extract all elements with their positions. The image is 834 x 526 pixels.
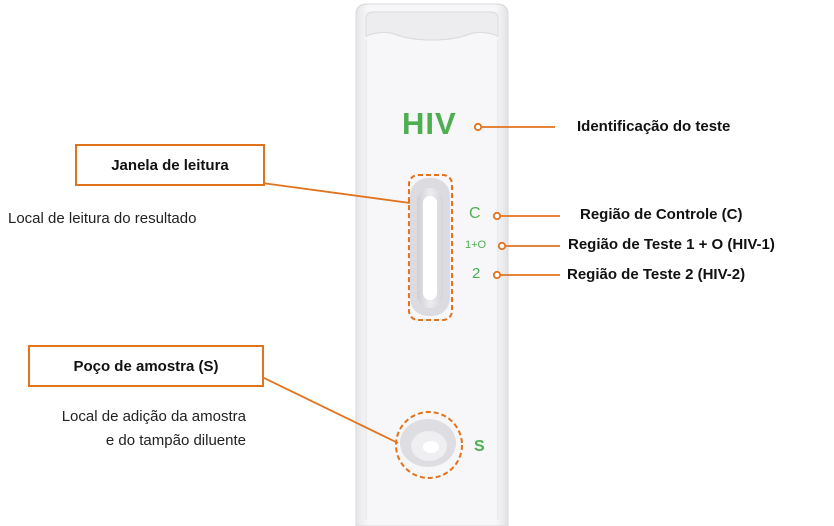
control-region-label: Região de Controle (C) [580,206,743,223]
test-region-2-label: Região de Teste 2 (HIV-2) [567,266,746,283]
test2-mark: 2 [472,265,481,282]
test-id-label: Identificação do teste [577,118,731,135]
leader-test2-dot [492,270,502,280]
reading-window-title: Janela de leitura [111,156,229,174]
cassette-top-recess [365,11,499,41]
leader-reading-window [261,182,411,204]
reading-window-description: Local de leitura do resultado [8,210,197,227]
test1-mark: 1+O [465,239,487,251]
control-mark: C [469,205,481,222]
brand-label: HIV [402,106,457,141]
sample-well-title: Poço de amostra (S) [73,357,219,375]
test-cassette [355,3,509,526]
leader-test1-dot [497,241,507,251]
reading-window-membrane [423,196,437,300]
sample-well-highlight [395,411,463,479]
leader-control-dot [492,211,502,221]
sample-well-description-line2: e do tampão diluente [105,432,246,449]
leader-sample-well [261,376,399,444]
sample-well-hole [423,441,439,453]
sample-well-description-line1: Local de adição da amostra [61,408,246,425]
leader-test-id-dot [473,122,483,132]
reading-window-callout: Janela de leitura [75,144,265,186]
test-region-1-label: Região de Teste 1 + O (HIV-1) [568,236,775,253]
sample-mark: S [474,438,485,455]
sample-well-callout: Poço de amostra (S) [28,345,264,387]
reading-window-highlight [408,174,453,321]
cassette-inner-border [365,40,499,520]
